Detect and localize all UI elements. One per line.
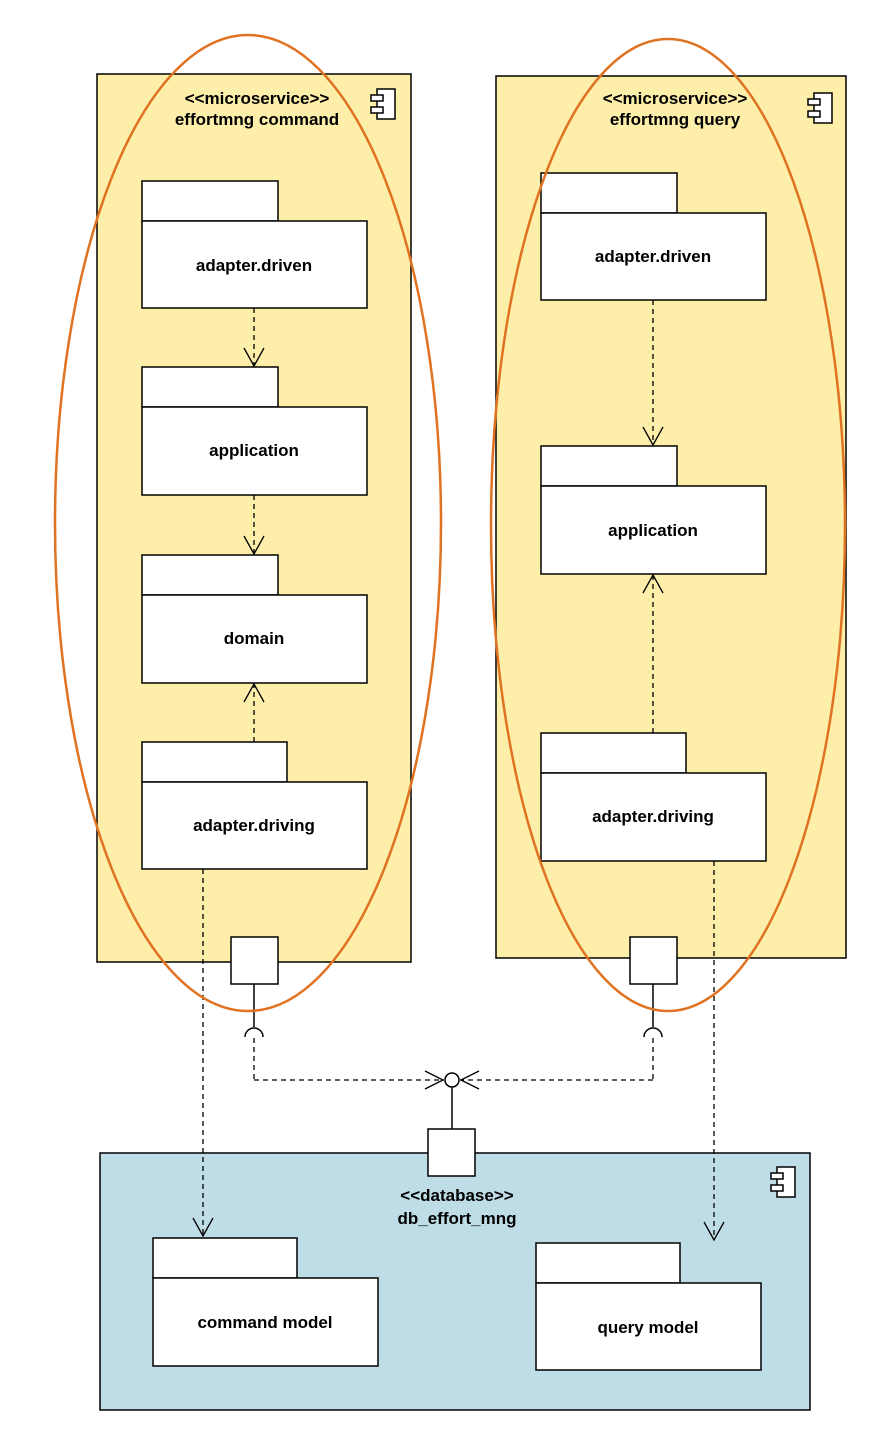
dependency-driven-to-application — [642, 300, 664, 447]
database-provided-interface — [444, 1072, 460, 1129]
database-stereotype: <<database>> — [400, 1186, 513, 1205]
lollipop-interface — [444, 1072, 460, 1088]
database-component: <<database>> db_effort_mng command model… — [99, 1128, 811, 1411]
package-application: application — [141, 366, 368, 496]
package-adapter-driven: adapter.driven — [141, 180, 368, 309]
package-command-model: command model — [152, 1237, 379, 1367]
dependency-command-driving-to-command-model — [192, 869, 214, 1238]
query-microservice: <<microservice>> effortmng query adapter… — [495, 75, 847, 985]
dependency-driving-to-domain — [243, 682, 265, 742]
package-label: query model — [597, 1318, 698, 1337]
dependency-application-to-domain — [243, 495, 265, 556]
package-label: adapter.driving — [592, 807, 714, 826]
query-highlight-ellipse — [489, 37, 847, 1013]
package-label: adapter.driven — [196, 256, 312, 275]
database-port — [427, 1128, 476, 1177]
query-port — [629, 936, 678, 985]
package-label: domain — [224, 629, 284, 648]
command-stereotype: <<microservice>> — [185, 89, 330, 108]
query-service-name: effortmng query — [610, 110, 741, 129]
package-label: adapter.driven — [595, 247, 711, 266]
dependency-query-driving-to-query-model — [703, 861, 725, 1242]
package-adapter-driven: adapter.driven — [540, 172, 767, 301]
package-query-model: query model — [535, 1242, 762, 1371]
database-name: db_effort_mng — [398, 1209, 517, 1228]
package-label: adapter.driving — [193, 816, 315, 835]
package-application: application — [540, 445, 767, 575]
package-adapter-driving: adapter.driving — [141, 741, 368, 870]
package-label: application — [209, 441, 299, 460]
command-microservice: <<microservice>> effortmng command adapt… — [96, 73, 412, 985]
command-service-name: effortmng command — [175, 110, 339, 129]
command-highlight-ellipse — [53, 33, 443, 1013]
package-label: command model — [197, 1313, 332, 1332]
dependency-driving-to-application — [642, 573, 664, 733]
query-required-interface — [459, 984, 663, 1090]
package-domain: domain — [141, 554, 368, 684]
package-label: application — [608, 521, 698, 540]
dependency-driven-to-application — [243, 308, 265, 368]
command-required-interface — [244, 984, 445, 1090]
query-stereotype: <<microservice>> — [603, 89, 748, 108]
package-adapter-driving: adapter.driving — [540, 732, 767, 862]
command-port — [230, 936, 279, 985]
